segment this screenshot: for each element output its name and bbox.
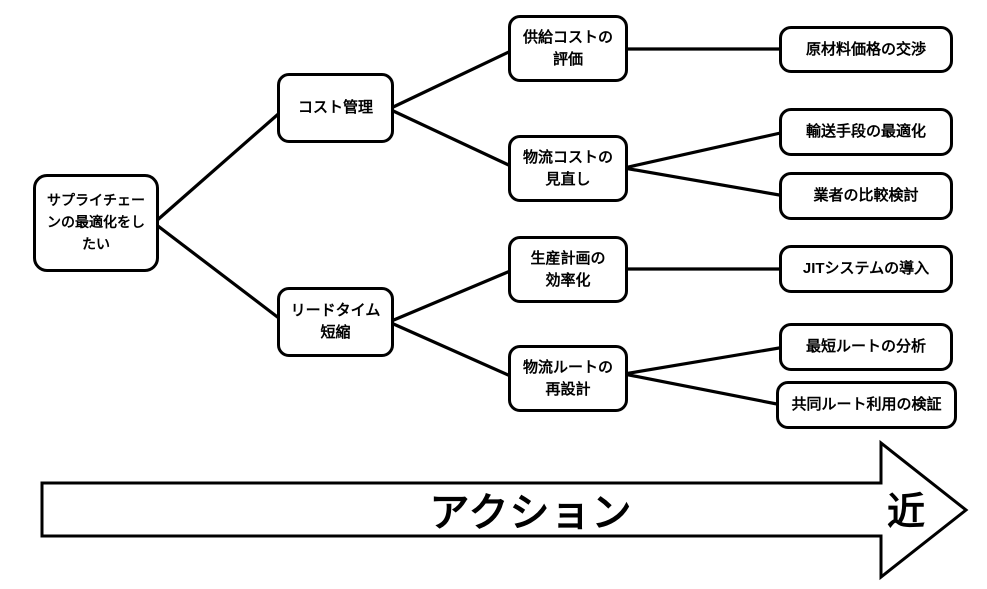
axis-arrow-label: アクション [429,491,633,535]
node-root: サプライチェー ンの最適化をし たい [33,174,159,272]
tree-edges [152,47,786,407]
node-supply-cost-evaluation-label: 供給コストの 評価 [522,28,613,68]
node-shortest-route-analysis-label: 最短ルートの分析 [805,338,926,356]
node-shortest-route-analysis: 最短ルートの分析 [779,323,953,371]
node-production-planning-efficiency-label: 生産計画の 効率化 [530,249,606,289]
edge-lead-logiroute [388,320,516,380]
edge-lead-prodplan [388,267,516,324]
edge-logiroute-joint [623,372,783,407]
node-vendor-comparison: 業者の比較検討 [779,172,953,220]
node-raw-material-price-negotiation: 原材料価格の交渉 [779,26,953,73]
node-root-label: サプライチェー ンの最適化をし たい [47,192,145,252]
node-cost-management-label: コスト管理 [297,99,373,117]
node-supply-cost-evaluation: 供給コストの 評価 [508,15,628,82]
edge-logicost-vendor [623,166,786,198]
node-logistics-route-redesign: 物流ルートの 再設計 [508,345,628,412]
node-transport-method-optimization-label: 輸送手段の最適化 [805,123,926,141]
node-cost-management: コスト管理 [277,73,394,143]
node-logistics-cost-review-label: 物流コストの 見直し [522,148,613,188]
edge-root-lead [153,221,285,324]
node-logistics-cost-review: 物流コストの 見直し [508,135,628,202]
node-lead-time-reduction: リードタイム 短縮 [277,287,394,357]
axis-arrow-right-label: 近 [886,491,926,534]
edge-logiroute-shortest [623,345,786,376]
edge-cost-supply [388,47,516,111]
axis-arrow-shape [40,439,969,581]
edge-logicost-transport [623,130,786,170]
edge-root-cost [152,107,286,225]
node-logistics-route-redesign-label: 物流ルートの 再設計 [522,358,613,398]
node-joint-route-use-verification: 共同ルート利用の検証 [776,381,957,429]
node-jit-system-introduction: JITシステムの導入 [779,245,953,293]
node-transport-method-optimization: 輸送手段の最適化 [779,108,953,156]
node-vendor-comparison-label: 業者の比較検討 [813,187,919,205]
node-jit-system-introduction-label: JITシステムの導入 [802,260,930,278]
node-raw-material-price-negotiation-label: 原材料価格の交渉 [805,40,926,58]
node-lead-time-reduction-label: リードタイム 短縮 [290,302,381,341]
node-joint-route-use-verification-label: 共同ルート利用の検証 [791,396,942,414]
node-production-planning-efficiency: 生産計画の 効率化 [508,236,628,303]
edge-cost-logicost [388,107,516,170]
